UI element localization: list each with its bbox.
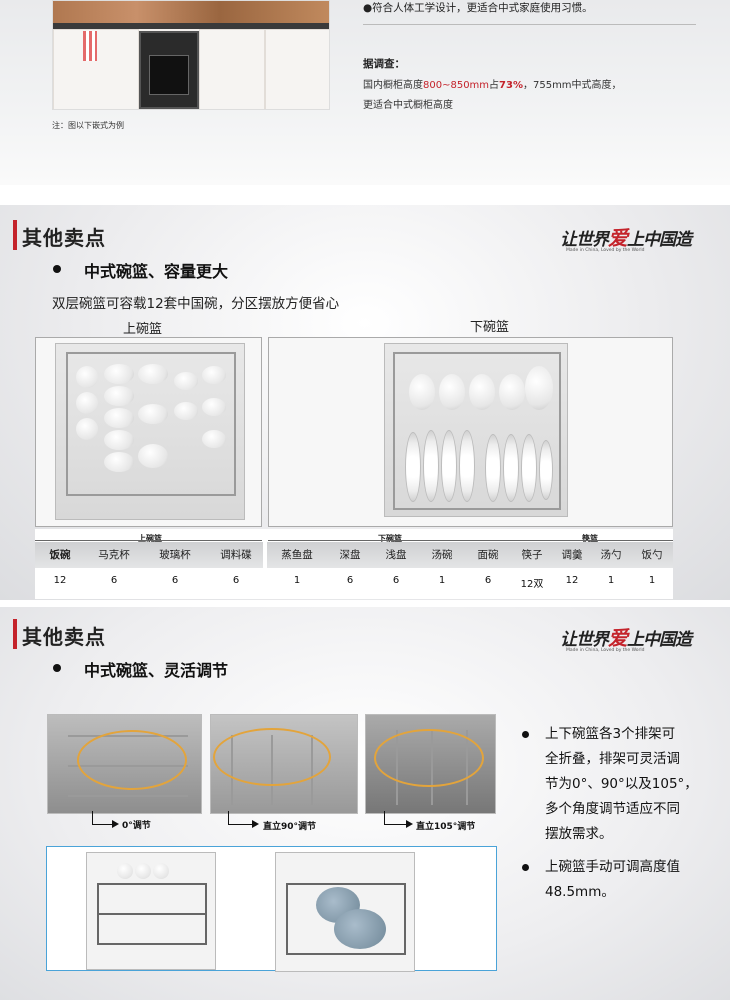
table-header-cell: 筷子 xyxy=(521,549,543,561)
capacity-description: 双层碗篮可容载12套中国碗，分区摆放方便省心 xyxy=(52,296,340,312)
section-title: 其他卖点 xyxy=(22,226,106,250)
highlight-oval xyxy=(77,730,187,790)
table-value-cell: 1 xyxy=(438,575,446,586)
lower-basket-photo xyxy=(384,343,568,517)
table-value-cell: 6 xyxy=(392,575,400,586)
highlight-oval xyxy=(213,728,331,786)
table-value-cell: 6 xyxy=(110,575,118,586)
kitchen-cabinet-photo xyxy=(52,0,330,110)
table-header-cell: 浅盘 xyxy=(385,549,407,561)
image-note: 注：图以下嵌式为例 xyxy=(52,121,124,130)
table-header-cell: 调羹 xyxy=(561,549,583,561)
table-header-cell: 调料碟 xyxy=(220,549,252,561)
table-header-cell: 汤碗 xyxy=(431,549,453,561)
table-value-cell: 1 xyxy=(607,575,615,586)
upper-basket-wire-photo xyxy=(86,852,216,970)
list-bullet-icon xyxy=(522,731,529,738)
upper-basket-photo xyxy=(55,343,245,520)
table-header-cell: 饭碗 xyxy=(49,549,71,561)
section-title: 其他卖点 xyxy=(22,625,106,649)
table-value-cell: 12 xyxy=(565,575,579,586)
oven-image xyxy=(139,31,199,109)
ergonomic-bullet: ●符合人体工学设计，更适合中式家庭使用习惯。 xyxy=(363,2,593,14)
bullet-icon xyxy=(53,265,61,273)
lower-basket-label: 下碗篮 xyxy=(470,320,510,335)
survey-line-2: 更适合中式橱柜高度 xyxy=(363,100,453,111)
table-header-band xyxy=(35,542,673,568)
subtitle: 中式碗篮、灵活调节 xyxy=(84,661,229,680)
title-accent-bar xyxy=(13,619,17,649)
group-header-upper: 上碗篮 xyxy=(138,534,162,543)
bullet-icon xyxy=(53,664,61,672)
table-header-cell: 饭勺 xyxy=(641,549,663,561)
table-value-cell: 6 xyxy=(232,575,240,586)
table-header-cell: 汤勺 xyxy=(600,549,622,561)
table-value-cell: 6 xyxy=(484,575,492,586)
bowl-basket-wire-photo xyxy=(275,852,415,972)
survey-line-1: 国内橱柜高度800~850mm占73%，755mm中式高度， xyxy=(363,80,622,91)
table-value-cell: 12双 xyxy=(520,579,544,590)
table-value-cell: 1 xyxy=(293,575,301,586)
subtitle: 中式碗篮、容量更大 xyxy=(84,262,229,281)
caption-105-degree: 直立105°调节 xyxy=(416,822,476,832)
table-header-cell: 蒸鱼盘 xyxy=(281,549,313,561)
table-value-cell: 12 xyxy=(53,575,67,586)
brand-slogan-logo: 让世界爱上中国造 Made in China, Loved by the Wor… xyxy=(560,226,692,253)
table-value-cell: 6 xyxy=(171,575,179,586)
caption-90-degree: 直立90°调节 xyxy=(263,822,317,832)
survey-title: 据调查： xyxy=(363,58,405,70)
caption-0-degree: 0°调节 xyxy=(122,821,151,831)
table-header-cell: 玻璃杯 xyxy=(159,549,191,561)
table-header-cell: 深盘 xyxy=(339,549,361,561)
title-accent-bar xyxy=(13,220,17,250)
table-header-cell: 马克杯 xyxy=(98,549,130,561)
brand-slogan-logo: 让世界爱上中国造 Made in China, Loved by the Wor… xyxy=(560,626,692,653)
feature-text-height-adjust: 上碗篮手动可调高度值 48.5mm。 xyxy=(545,859,680,900)
highlight-oval xyxy=(374,729,484,787)
upper-basket-label: 上碗篮 xyxy=(123,322,163,337)
feature-text-rack-fold: 上下碗篮各3个排架可 全折叠，排架可灵活调 节为0°、90°以及105°， 多个… xyxy=(545,726,698,842)
table-value-cell: 6 xyxy=(346,575,354,586)
table-value-cell: 1 xyxy=(648,575,656,586)
list-bullet-icon xyxy=(522,864,529,871)
group-header-cutlery: 筷篮 xyxy=(582,534,598,543)
table-header-cell: 面碗 xyxy=(477,549,499,561)
divider xyxy=(363,24,696,25)
group-header-lower: 下碗篮 xyxy=(378,534,402,543)
